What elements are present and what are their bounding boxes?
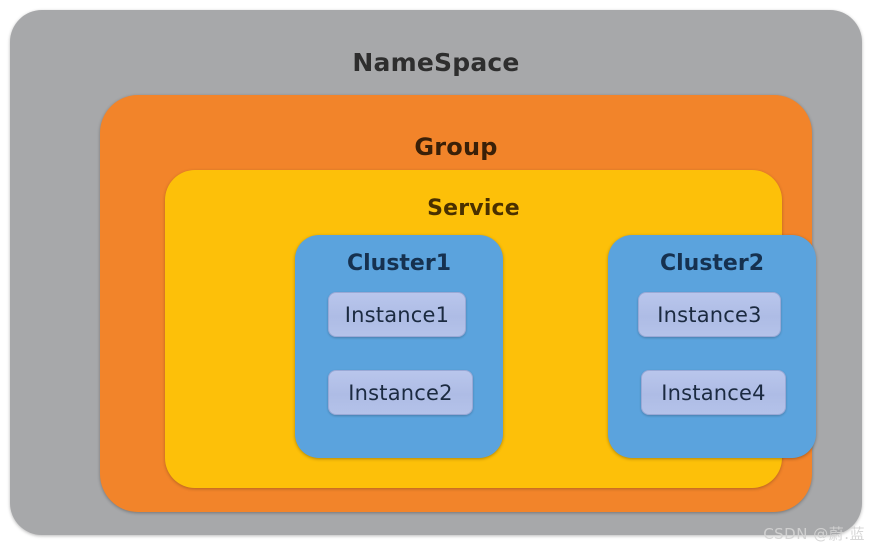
instance-label-instance2: Instance2 <box>348 380 453 405</box>
cluster-box-cluster1: Cluster1 Instance1 Instance2 <box>295 235 503 458</box>
instance-label-instance3: Instance3 <box>657 302 762 327</box>
service-layer: Service Cluster1 Instance1 Instance2 Clu… <box>165 170 816 488</box>
namespace-label: NameSpace <box>352 48 520 77</box>
instance-box-instance4: Instance4 <box>641 370 786 415</box>
instance-box-instance2: Instance2 <box>328 370 473 415</box>
namespace-layer: NameSpace Group Service Cluster1 Instanc… <box>10 10 862 535</box>
cluster-label-cluster1: Cluster1 <box>346 251 452 276</box>
cluster-label-cluster2: Cluster2 <box>659 251 765 276</box>
service-label: Service <box>427 196 520 221</box>
group-label: Group <box>414 133 498 161</box>
group-layer: Group Service Cluster1 Instance1 Instanc… <box>100 95 816 512</box>
cluster-box-cluster2: Cluster2 Instance3 Instance4 <box>608 235 816 458</box>
instance-box-instance3: Instance3 <box>638 292 781 337</box>
instance-label-instance1: Instance1 <box>344 302 450 327</box>
instance-label-instance4: Instance4 <box>661 380 766 405</box>
watermark: CSDN @蔚.蓝 <box>763 525 865 543</box>
instance-box-instance1: Instance1 <box>328 292 466 337</box>
